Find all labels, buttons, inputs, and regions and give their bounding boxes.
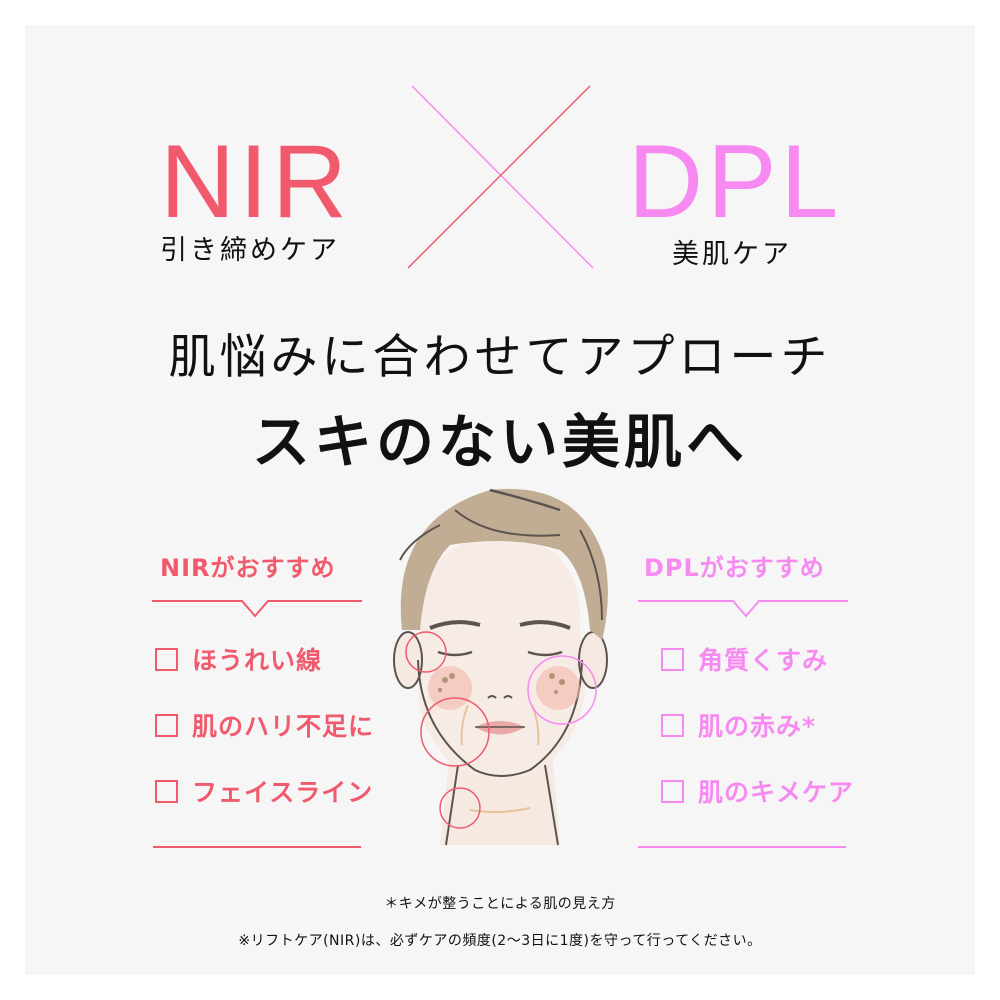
dpl-item-label: 角質くすみ <box>698 646 829 675</box>
dpl-bottom-divider <box>638 846 846 848</box>
nir-item-label: 肌のハリ不足に <box>192 712 375 741</box>
dpl-item: 肌のキメケア <box>661 774 854 808</box>
headline-line2: スキのない美肌へ <box>251 408 748 476</box>
nir-item-label: ほうれい線 <box>192 646 323 675</box>
nir-item-list: ほうれい線 肌のハリ不足に フェイスライン <box>155 642 374 808</box>
checkbox-icon <box>155 647 178 671</box>
dpl-item-label: 肌の赤み* <box>698 712 817 741</box>
dpl-item: 角質くすみ <box>661 642 854 676</box>
nir-item: ほうれい線 <box>155 642 374 676</box>
nir-item: 肌のハリ不足に <box>155 708 374 742</box>
footnote-texture: ＊キメが整うことによる肌の見え方 <box>384 896 616 912</box>
nir-title: NIR <box>160 124 352 240</box>
checkbox-icon <box>661 779 684 803</box>
dpl-recommend-title: DPLがおすすめ <box>644 554 825 582</box>
dpl-item-label: 肌のキメケア <box>698 778 855 807</box>
dpl-subtitle: 美肌ケア <box>672 239 792 270</box>
nir-recommend-title: NIRがおすすめ <box>160 554 336 582</box>
checkbox-icon <box>155 713 178 737</box>
nir-subtitle: 引き締めケア <box>160 235 340 266</box>
nir-divider-pointer <box>152 600 362 618</box>
face-illustration <box>393 488 608 846</box>
dpl-divider-pointer <box>638 600 848 618</box>
nir-item: フェイスライン <box>155 774 374 808</box>
dpl-item: 肌の赤み* <box>661 708 854 742</box>
checkbox-icon <box>155 779 178 803</box>
checkbox-icon <box>661 647 684 671</box>
dpl-item-list: 角質くすみ 肌の赤み* 肌のキメケア <box>661 642 854 808</box>
dpl-title: DPL <box>628 124 843 240</box>
nir-item-label: フェイスライン <box>192 778 374 807</box>
checkbox-icon <box>661 713 684 737</box>
headline-line1: 肌悩みに合わせてアプローチ <box>168 330 832 385</box>
footnote-caution: ※リフトケア(NIR)は、必ずケアの頻度(2〜3日に1度)を守って行ってください… <box>238 933 762 949</box>
nir-bottom-divider <box>153 846 361 848</box>
